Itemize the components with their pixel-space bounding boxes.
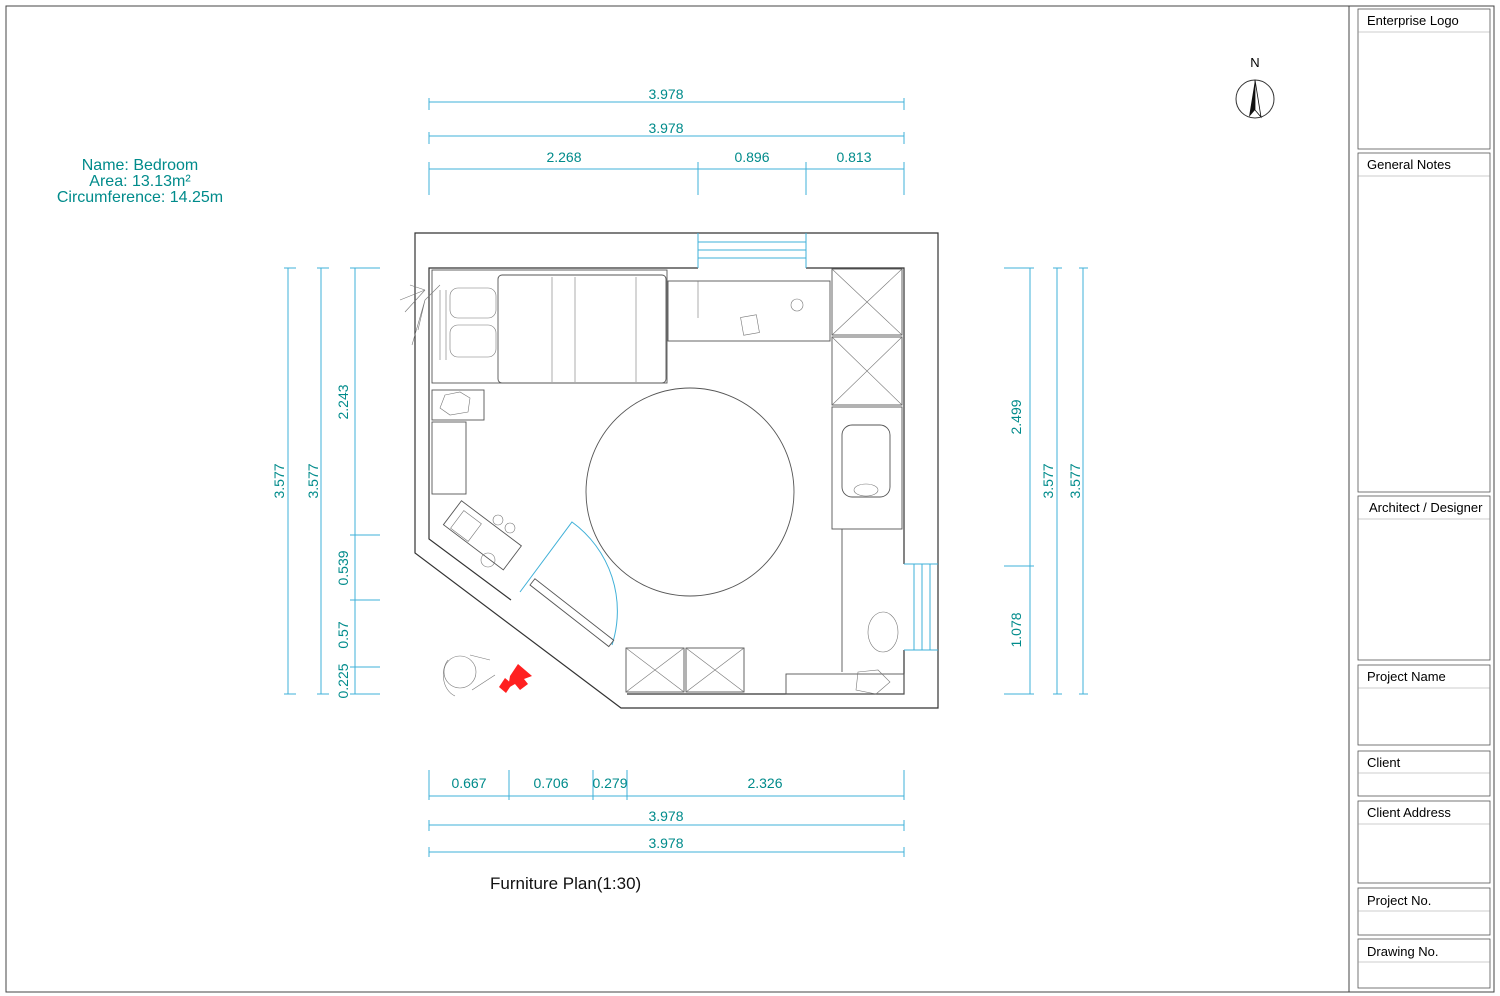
tb-project-name-label: Project Name [1367, 669, 1446, 684]
bottom-dimensions: 0.667 0.706 0.279 2.326 3.978 3.978 [428, 770, 905, 857]
dim-right-seg-1: 2.499 [1008, 399, 1024, 434]
tb-notes-label: General Notes [1367, 157, 1451, 172]
tb-project-no-section: Project No. [1357, 887, 1491, 936]
dim-right-total-1: 3.577 [1040, 463, 1056, 498]
tb-logo-section: Enterprise Logo [1357, 8, 1491, 150]
window-top [697, 233, 807, 268]
outer-wall [414, 232, 939, 709]
diagonal-shelf [442, 500, 523, 571]
dim-left-total-2: 3.577 [305, 463, 321, 498]
dim-left-seg-3: 0.57 [335, 621, 351, 648]
right-cabinet [841, 529, 899, 672]
right-dimensions: 2.499 1.078 3.577 3.577 [1004, 267, 1088, 695]
plan-title: Furniture Plan(1:30) [490, 874, 641, 893]
north-label: N [1250, 55, 1259, 70]
floor-plan [399, 232, 939, 709]
tb-logo-label: Enterprise Logo [1367, 13, 1459, 28]
dim-bottom-seg-2: 0.706 [533, 775, 568, 791]
north-arrow-icon: N [1235, 55, 1275, 119]
bed [431, 269, 668, 384]
person-icon [442, 654, 496, 697]
sheet-border [5, 5, 1495, 993]
dim-left-seg-1: 2.243 [335, 384, 351, 419]
tb-client-address-label: Client Address [1367, 805, 1451, 820]
dim-bottom-seg-3: 0.279 [592, 775, 627, 791]
tb-notes-section: General Notes [1357, 152, 1491, 493]
dim-left-total-1: 3.577 [271, 463, 287, 498]
tb-client-section: Client [1357, 750, 1491, 797]
room-info: Name: Bedroom Area: 13.13m² Circumferenc… [57, 157, 223, 206]
left-dimensions: 3.577 3.577 2.243 0.539 0.57 0.225 [271, 267, 380, 699]
dim-top-seg-2: 0.896 [734, 149, 769, 165]
tb-drawing-no-label: Drawing No. [1367, 944, 1439, 959]
tb-architect-section: Architect / Designer [1357, 495, 1491, 661]
dim-top-total-2: 3.978 [648, 120, 683, 136]
bottom-cabinet [625, 647, 745, 693]
dim-top-total-1: 3.978 [648, 86, 683, 102]
desk [667, 280, 831, 342]
dim-left-seg-2: 0.539 [335, 550, 351, 585]
inner-wall-left [428, 267, 698, 601]
inner-wall-bottom [627, 650, 905, 695]
room-circumference: Circumference: 14.25m [57, 189, 223, 206]
wardrobe [831, 268, 903, 406]
nightstand [431, 389, 485, 421]
round-rug [585, 387, 795, 597]
room-name: Name: Bedroom [82, 157, 199, 174]
dim-top-seg-1: 2.268 [546, 149, 581, 165]
entrance-arrow-icon [499, 664, 532, 693]
dim-left-seg-4: 0.225 [335, 663, 351, 698]
tb-project-no-label: Project No. [1367, 893, 1431, 908]
plant-icon [399, 284, 441, 346]
door [519, 521, 618, 648]
dim-right-seg-2: 1.078 [1008, 612, 1024, 647]
tb-architect-label: Architect / Designer [1369, 500, 1483, 515]
title-block: Enterprise Logo General Notes Architect … [1357, 8, 1491, 989]
tb-client-address-section: Client Address [1357, 800, 1491, 884]
dim-bottom-total-1: 3.978 [648, 808, 683, 824]
dim-bottom-seg-4: 2.326 [747, 775, 782, 791]
inner-wall-right-top [806, 267, 905, 564]
side-desk [831, 406, 903, 530]
bottom-counter [785, 669, 905, 695]
room-area: Area: 13.13m² [89, 173, 191, 190]
dim-right-total-2: 3.577 [1067, 463, 1083, 498]
top-dimensions: 3.978 3.978 2.268 0.896 0.813 [428, 86, 905, 195]
window-right [904, 563, 938, 651]
dim-bottom-total-2: 3.978 [648, 835, 683, 851]
dim-top-seg-3: 0.813 [836, 149, 871, 165]
tb-client-label: Client [1367, 755, 1401, 770]
dim-bottom-seg-1: 0.667 [451, 775, 486, 791]
tb-drawing-no-section: Drawing No. [1357, 938, 1491, 989]
tb-project-name-section: Project Name [1357, 664, 1491, 746]
left-cabinet [431, 421, 467, 495]
